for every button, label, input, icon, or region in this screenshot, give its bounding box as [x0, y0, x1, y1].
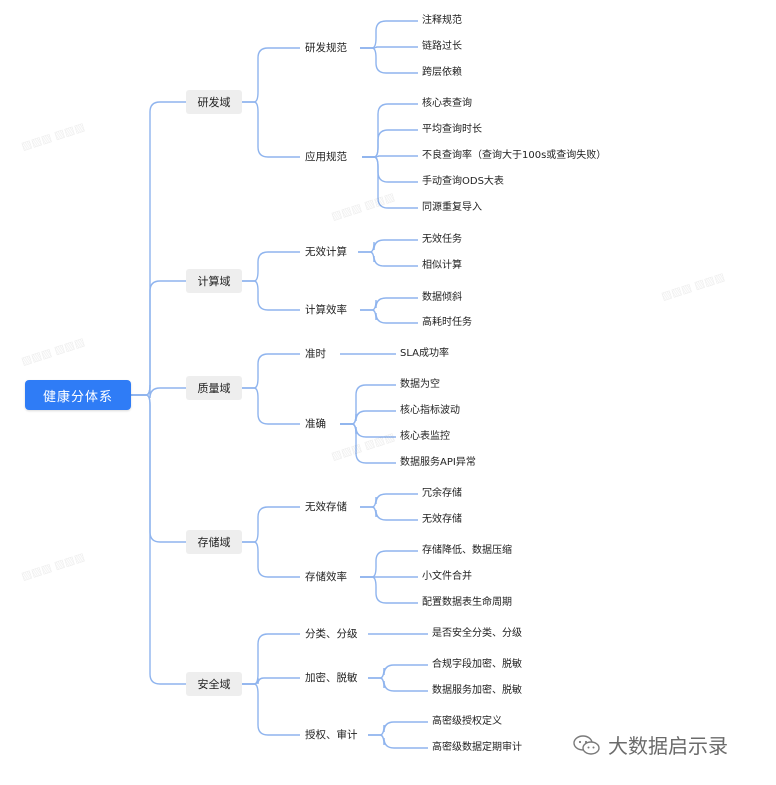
leaf-node[interactable]: 核心表监控: [400, 431, 450, 442]
leaf-node[interactable]: 注释规范: [422, 15, 462, 26]
domain-node-security[interactable]: 安全域: [186, 672, 242, 696]
leaf-node[interactable]: 小文件合并: [422, 571, 472, 582]
leaf-node[interactable]: 冗余存储: [422, 488, 462, 499]
brand-watermark: 大数据启示录: [572, 730, 728, 759]
group-leaf-connector: [358, 251, 418, 267]
leaf-node[interactable]: 是否安全分类、分级: [432, 628, 522, 639]
group-leaf-connector: [360, 506, 418, 521]
group-leaf-connector: [368, 721, 428, 736]
brand-name: 大数据启示录: [608, 734, 728, 758]
group-leaf-connector: [340, 410, 396, 425]
leaf-node[interactable]: 高密级授权定义: [432, 716, 502, 727]
group-leaf-connector: [362, 156, 418, 209]
group-node[interactable]: 无效计算: [305, 246, 347, 258]
group-node[interactable]: 应用规范: [305, 151, 347, 163]
leaf-node[interactable]: 手动查询ODS大表: [422, 176, 504, 187]
group-leaf-connector: [340, 384, 396, 425]
group-node[interactable]: 分类、分级: [305, 628, 358, 640]
leaf-node[interactable]: 不良查询率（查询大于100s或查询失败）: [422, 150, 607, 161]
group-leaf-connector: [368, 734, 428, 749]
group-leaf-connector: [360, 493, 418, 508]
group-node[interactable]: 准时: [305, 348, 326, 360]
domain-group-connector: [242, 633, 300, 685]
leaf-node[interactable]: 高耗时任务: [422, 317, 472, 328]
leaf-node[interactable]: 同源重复导入: [422, 202, 482, 213]
root-node[interactable]: 健康分体系: [25, 380, 131, 410]
group-leaf-connector: [360, 309, 418, 324]
leaf-node[interactable]: 数据服务API异常: [400, 457, 476, 468]
group-leaf-connector: [362, 156, 418, 183]
root-domain-connector: [131, 384, 186, 399]
leaf-node[interactable]: 平均查询时长: [422, 124, 482, 135]
domain-group-connector: [242, 506, 300, 543]
leaf-node[interactable]: 存储降低、数据压缩: [422, 545, 512, 556]
domain-label: 研发域: [197, 96, 231, 109]
leaf-node[interactable]: 跨层依赖: [422, 67, 462, 78]
root-domain-connector: [131, 101, 186, 396]
leaf-node[interactable]: 无效任务: [422, 234, 462, 245]
wechat-icon: [573, 734, 600, 755]
group-node[interactable]: 研发规范: [305, 42, 347, 54]
group-node[interactable]: 准确: [305, 418, 326, 430]
group-leaf-connector: [340, 423, 396, 464]
group-leaf-connector: [340, 423, 396, 438]
leaf-node[interactable]: 合规字段加密、脱敏: [432, 659, 522, 670]
leaf-node[interactable]: 链路过长: [422, 41, 462, 52]
domain-node-compute[interactable]: 计算域: [186, 269, 242, 293]
leaf-node[interactable]: 核心指标波动: [400, 405, 460, 416]
group-leaf-connector: [360, 20, 418, 49]
leaf-node[interactable]: 数据倾斜: [422, 292, 462, 303]
group-leaf-connector: [360, 47, 418, 74]
group-leaf-connector: [360, 576, 418, 604]
root-domain-connector: [131, 280, 186, 396]
domain-label: 计算域: [197, 275, 231, 288]
domain-group-connector: [242, 541, 300, 578]
leaf-node[interactable]: 相似计算: [422, 260, 462, 271]
root-domain-connector: [131, 394, 186, 543]
group-leaf-connector: [368, 664, 428, 679]
domain-group-connector: [242, 101, 300, 158]
domain-group-connector: [242, 353, 300, 389]
domain-node-storage[interactable]: 存储域: [186, 530, 242, 554]
domain-group-connector: [242, 47, 300, 103]
group-leaf-connector: [360, 297, 418, 311]
domain-label: 存储域: [197, 536, 231, 549]
root-label: 健康分体系: [42, 389, 113, 405]
group-node[interactable]: 无效存储: [305, 501, 347, 513]
group-node[interactable]: 存储效率: [305, 571, 347, 583]
domain-group-connector: [242, 387, 300, 425]
leaf-node[interactable]: 数据为空: [400, 379, 440, 390]
domain-group-connector: [242, 280, 300, 311]
domain-label: 安全域: [197, 678, 231, 691]
domain-group-connector: [242, 683, 300, 736]
leaf-node[interactable]: 配置数据表生命周期: [422, 597, 512, 608]
leaf-node[interactable]: 高密级数据定期审计: [432, 742, 522, 753]
leaf-node[interactable]: 核心表查询: [422, 98, 472, 109]
group-leaf-connector: [368, 677, 428, 692]
group-node[interactable]: 计算效率: [305, 304, 347, 316]
domain-group-connector: [242, 677, 300, 685]
group-leaf-connector: [358, 239, 418, 253]
domain-node-quality[interactable]: 质量域: [186, 376, 242, 400]
domain-node-dev[interactable]: 研发域: [186, 90, 242, 114]
leaf-node[interactable]: 无效存储: [422, 514, 462, 525]
root-domain-connector: [131, 394, 186, 685]
leaf-node[interactable]: SLA成功率: [400, 348, 449, 359]
domain-label: 质量域: [197, 382, 231, 395]
group-leaf-connector: [362, 129, 418, 158]
group-leaf-connector: [360, 550, 418, 578]
group-node[interactable]: 授权、审计: [305, 729, 358, 741]
domain-group-connector: [242, 251, 300, 282]
group-node[interactable]: 加密、脱敏: [305, 672, 358, 684]
leaf-node[interactable]: 数据服务加密、脱敏: [432, 685, 522, 696]
